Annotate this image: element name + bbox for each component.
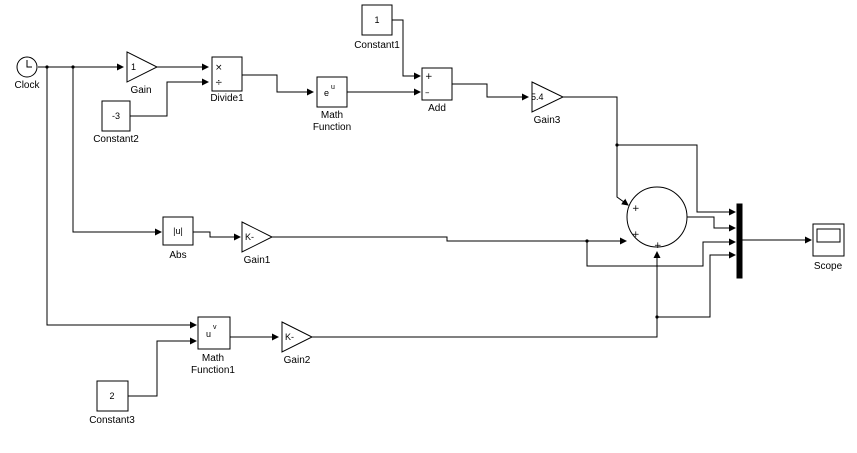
gain2-block[interactable]: K- Gain2 bbox=[281, 321, 314, 366]
scope-label: Scope bbox=[814, 261, 843, 272]
math-function1-label-line1: Math bbox=[202, 353, 224, 364]
math-function1-exponent: v bbox=[213, 324, 217, 331]
gain-label: Gain bbox=[130, 85, 151, 96]
wire-gain1-sum[interactable] bbox=[272, 236, 627, 245]
sum-sign-1: + bbox=[632, 204, 640, 214]
abs-block[interactable]: |u| Abs bbox=[162, 216, 194, 261]
constant1-block[interactable]: 1 Constant1 bbox=[354, 4, 400, 51]
wire-gain2-sum[interactable] bbox=[312, 251, 661, 338]
constant2-block[interactable]: -3 Constant2 bbox=[93, 100, 139, 145]
gain-value: 1 bbox=[131, 62, 136, 72]
wire-clock-abs[interactable] bbox=[72, 67, 162, 236]
add-block[interactable]: + – Add bbox=[421, 67, 453, 114]
scope-screen-icon bbox=[816, 228, 841, 243]
wire-constant1-add[interactable] bbox=[392, 19, 421, 80]
gain-block[interactable]: 1 Gain bbox=[126, 51, 159, 96]
wire-gain2-mux[interactable] bbox=[657, 251, 736, 318]
wire-gain1-mux[interactable] bbox=[586, 238, 736, 267]
divide1-multiply-port: × bbox=[215, 63, 223, 73]
gain3-label: Gain3 bbox=[534, 115, 561, 126]
gain1-label: Gain1 bbox=[244, 255, 271, 266]
clock-label: Clock bbox=[14, 80, 40, 91]
gain3-value: 5.4 bbox=[531, 92, 544, 102]
gain3-block[interactable]: 5.4 Gain3 bbox=[531, 81, 565, 126]
constant2-value: -3 bbox=[112, 111, 120, 121]
branch-points bbox=[45, 65, 659, 319]
math-function1-label-line2: Function1 bbox=[191, 365, 235, 376]
abs-value: |u| bbox=[173, 226, 183, 236]
divide1-divide-port: ÷ bbox=[215, 78, 223, 88]
wire-constant3-mathfunction1[interactable] bbox=[128, 337, 197, 397]
constant3-block[interactable]: 2 Constant3 bbox=[89, 380, 135, 426]
wire-clock-mathfunction1[interactable] bbox=[46, 67, 197, 329]
constant1-value: 1 bbox=[374, 15, 379, 25]
add-minus-port: – bbox=[425, 88, 430, 98]
signal-lines bbox=[38, 19, 812, 397]
math-function-exponent: u bbox=[331, 84, 335, 91]
math-function1-base: u bbox=[206, 329, 211, 339]
sum-sign-3: + bbox=[654, 241, 662, 251]
gain1-block[interactable]: K- Gain1 bbox=[241, 221, 274, 266]
wire-divide1-mathfunction[interactable] bbox=[242, 74, 314, 96]
math-function-label-line2: Function bbox=[313, 122, 351, 133]
gain1-value: K- bbox=[245, 232, 254, 242]
constant3-label: Constant3 bbox=[89, 415, 135, 426]
wire-constant2-divide1[interactable] bbox=[130, 78, 209, 117]
math-function1-block[interactable]: u v Math Function1 bbox=[191, 316, 235, 376]
sum-block[interactable]: + + + bbox=[626, 186, 688, 251]
add-plus-port: + bbox=[425, 72, 433, 82]
gain2-label: Gain2 bbox=[284, 355, 311, 366]
gain2-value: K- bbox=[285, 332, 294, 342]
wire-add-gain3[interactable] bbox=[452, 83, 529, 101]
wire-abs-gain1[interactable] bbox=[193, 231, 241, 241]
wire-gain3-sum[interactable] bbox=[616, 145, 629, 206]
wire-sum-mux[interactable] bbox=[687, 216, 736, 232]
constant1-label: Constant1 bbox=[354, 40, 400, 51]
divide1-label: Divide1 bbox=[210, 93, 244, 104]
math-function-block[interactable]: e u Math Function bbox=[313, 76, 351, 133]
math-function-label-line1: Math bbox=[321, 110, 343, 121]
sum-sign-2: + bbox=[632, 230, 640, 240]
scope-block[interactable]: Scope bbox=[812, 223, 845, 272]
wire-gain3-mux[interactable] bbox=[563, 96, 736, 216]
divide1-block[interactable]: × ÷ Divide1 bbox=[210, 56, 244, 104]
constant2-label: Constant2 bbox=[93, 134, 139, 145]
clock-block[interactable]: Clock bbox=[14, 56, 40, 91]
abs-label: Abs bbox=[169, 250, 186, 261]
constant3-value: 2 bbox=[109, 391, 114, 401]
mux-block[interactable] bbox=[736, 203, 743, 279]
add-label: Add bbox=[428, 103, 446, 114]
clock-icon bbox=[26, 60, 32, 68]
math-function-base: e bbox=[324, 88, 329, 98]
